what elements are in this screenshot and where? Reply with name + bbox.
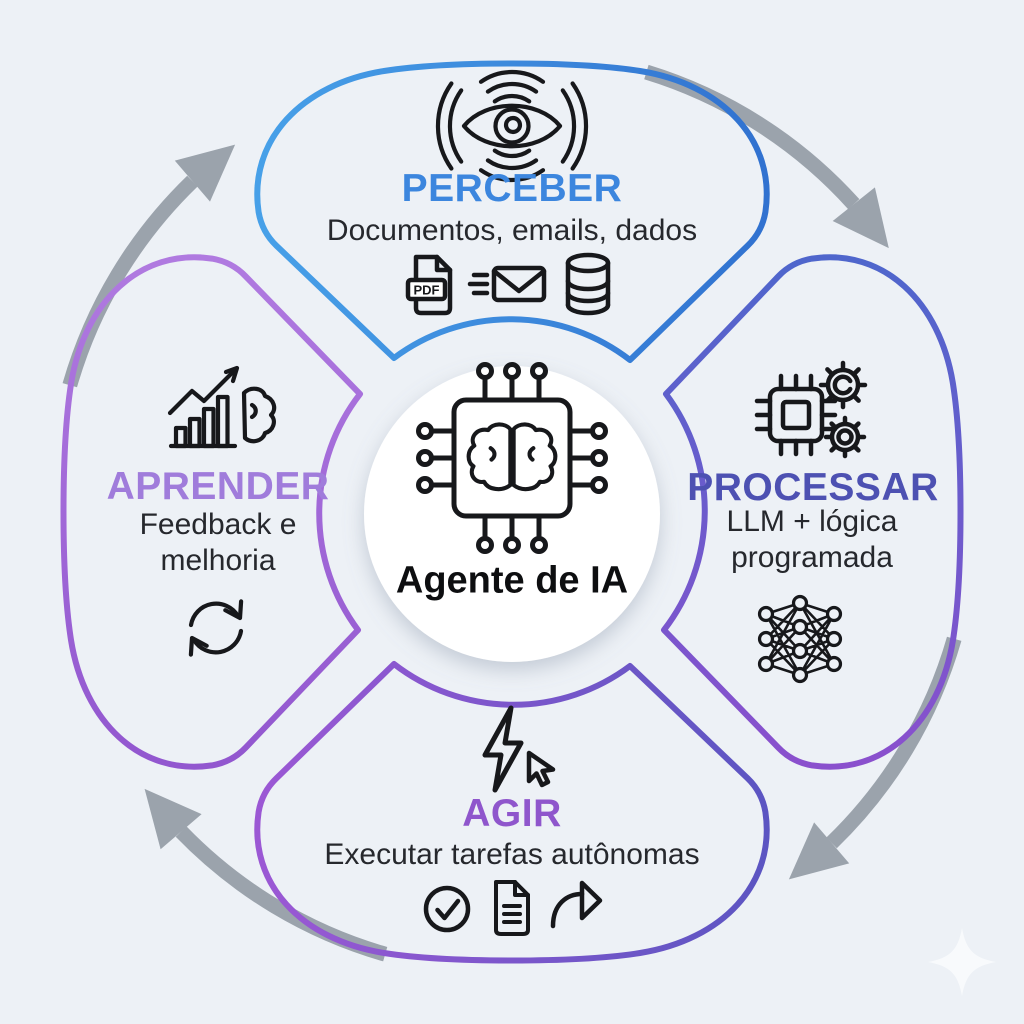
- sparkle-icon: [928, 928, 996, 996]
- check-circle-icon: [423, 885, 471, 933]
- arrowhead: [832, 187, 889, 249]
- database-icon: [565, 252, 611, 316]
- arrowhead: [174, 144, 236, 202]
- sonar-eye-icon: [435, 69, 589, 183]
- bolt-cursor-icon: [482, 705, 556, 793]
- petal-title-perceber: PERCEBER: [401, 167, 623, 210]
- petal-subtitle-processar: LLM + lógica programada: [727, 504, 898, 576]
- neural-network-icon: [757, 594, 843, 684]
- share-arrow-icon: [550, 880, 603, 929]
- chip-gears-icon: [754, 360, 868, 459]
- petal-title-aprender: APRENDER: [106, 465, 330, 508]
- brain-glyph: [466, 422, 558, 492]
- icons-layer: PDF: [167, 69, 868, 936]
- petal-title-processar: PROCESSAR: [687, 466, 939, 509]
- petal-subtitle-aprender: Feedback e melhoria: [140, 507, 297, 579]
- pdf-file-icon: PDF: [405, 254, 453, 316]
- subtitle-line-2: melhoria: [160, 544, 276, 577]
- agent-core-label: Agente de IA: [395, 559, 629, 602]
- petals: [60, 60, 964, 964]
- email-send-icon: [467, 265, 547, 303]
- petal-agir: [254, 661, 770, 964]
- subtitle-line-1: Feedback e: [139, 508, 297, 541]
- petal-subtitle-agir: Executar tarefas autônomas: [324, 838, 700, 871]
- subtitle-line-2: programada: [731, 541, 893, 574]
- petal-aprender: [60, 254, 363, 770]
- document-icon: [494, 880, 530, 936]
- brain-chip-icon: [416, 362, 608, 554]
- neural-nodes: [757, 594, 843, 684]
- growth-brain-icon: [167, 365, 277, 449]
- pdf-label: PDF: [414, 283, 440, 298]
- petal-processar: [661, 254, 964, 770]
- petal-subtitle-perceber: Documentos, emails, dados: [326, 214, 698, 247]
- arrowhead: [144, 788, 202, 850]
- arrowhead: [788, 822, 850, 880]
- refresh-cycle-icon: [188, 599, 244, 657]
- petal-perceber: [254, 60, 770, 363]
- subtitle-line-1: LLM + lógica: [726, 505, 898, 538]
- petal-title-agir: AGIR: [462, 792, 562, 835]
